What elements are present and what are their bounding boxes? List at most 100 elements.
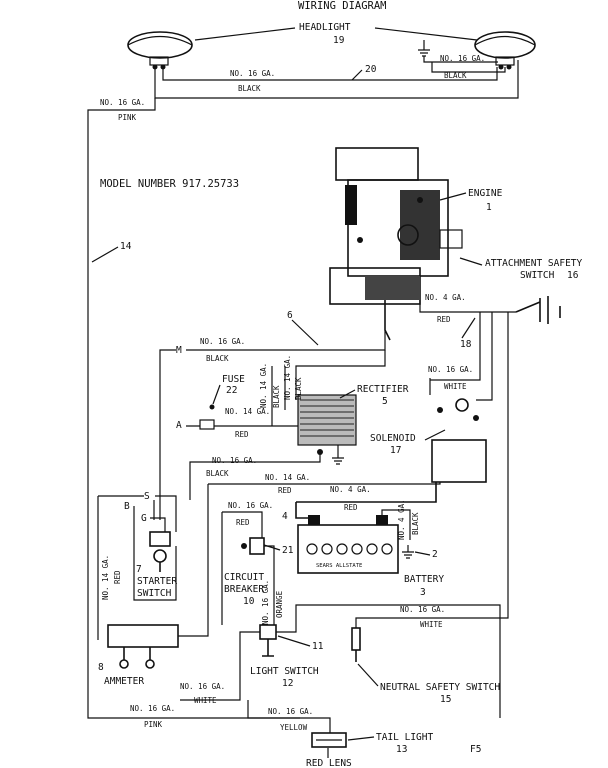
- terminal-s: S: [144, 491, 150, 502]
- neutral-switch-label: NEUTRAL SAFETY SWITCH: [380, 682, 500, 693]
- rectifier-number: 5: [382, 396, 388, 407]
- wire-label-white: WHITE: [194, 696, 217, 705]
- wire-label-black: BLACK: [444, 71, 467, 80]
- callout-18: 18: [460, 339, 472, 350]
- headlight-left: [127, 31, 193, 70]
- wire-label-black: BLACK: [411, 512, 420, 535]
- light-switch-label: LIGHT SWITCH: [250, 666, 319, 677]
- engine-label: ENGINE: [468, 188, 503, 199]
- light-switch-number: 12: [282, 678, 293, 689]
- wire-label-gauge16: NO. 16 GA.: [200, 337, 245, 346]
- wire-label-red: RED: [236, 518, 250, 527]
- wire-label-pink: PINK: [144, 720, 163, 729]
- page-reference: F5: [470, 744, 481, 755]
- starter-switch-label-2: SWITCH: [137, 588, 172, 599]
- wire-label-gauge14: NO. 14 GA.: [283, 355, 292, 400]
- diagram-title: WIRING DIAGRAM: [298, 0, 387, 12]
- rectifier-label: RECTIFIER: [357, 384, 409, 395]
- wire-label-gauge16: NO. 16 GA.: [268, 707, 313, 716]
- headlight-right: [474, 31, 536, 70]
- red-lens-label: RED LENS: [306, 758, 352, 768]
- callout-11: 11: [312, 641, 324, 652]
- attachment-switch-label-2: SWITCH: [520, 270, 555, 281]
- wire-label-gauge4: NO. 4 GA.: [330, 485, 371, 494]
- tail-light: [311, 732, 347, 748]
- ground-symbol: [418, 40, 498, 63]
- terminal-g: G: [141, 513, 147, 524]
- wire-label-gauge4: NO. 4 GA.: [397, 499, 406, 540]
- wire-label-gauge14: NO. 14 GA.: [259, 363, 268, 408]
- fuse-label: FUSE: [222, 374, 245, 385]
- terminal-a: A: [176, 420, 182, 431]
- wire-label-gauge14: NO. 14 GA.: [265, 473, 310, 482]
- headlight-number: 19: [333, 35, 345, 46]
- tail-light-number: 13: [396, 744, 407, 755]
- callout-21: 21: [282, 545, 294, 556]
- battery-label: BATTERY: [404, 574, 444, 585]
- fuse: [199, 404, 215, 430]
- starter-switch-number: 7: [136, 564, 142, 575]
- headlight-label: HEADLIGHT: [299, 22, 351, 33]
- battery: [297, 515, 399, 574]
- circuit-breaker: [241, 537, 265, 555]
- wire-label-gauge14: NO. 14 GA.: [101, 555, 110, 600]
- wire-label-pink: PINK: [118, 113, 137, 122]
- neutral-switch-number: 15: [440, 694, 451, 705]
- solenoid: [431, 398, 487, 483]
- wire-label-gauge16: NO. 16 GA.: [440, 54, 485, 63]
- callout-6: 6: [287, 310, 293, 321]
- ammeter-number: 8: [98, 662, 104, 673]
- circuit-breaker-number: 10: [243, 596, 255, 607]
- attachment-switch-label: ATTACHMENT SAFETY: [485, 258, 583, 269]
- wire-label-red: RED: [437, 315, 451, 324]
- light-switch: [259, 624, 277, 657]
- attachment-safety-switch: [515, 296, 561, 324]
- callout-4: 4: [282, 511, 288, 522]
- wire-label-red: RED: [344, 503, 358, 512]
- circuit-breaker-label-2: BREAKER: [224, 584, 264, 595]
- wire-label-gauge16: NO. 16 GA.: [428, 365, 473, 374]
- callout-14: 14: [120, 241, 132, 252]
- wire-label-gauge16: NO. 16 GA.: [100, 98, 145, 107]
- solenoid-label: SOLENOID: [370, 433, 416, 444]
- wire-label-white: WHITE: [420, 620, 443, 629]
- terminal-m: M: [176, 345, 182, 356]
- battery-plate: SEARS ALLSTATE: [316, 563, 362, 569]
- solenoid-number: 17: [390, 445, 401, 456]
- starter-switch: [149, 531, 171, 572]
- tail-light-label: TAIL LIGHT: [376, 732, 433, 743]
- wire-label-gauge16: NO. 16 GA.: [130, 704, 175, 713]
- wire-label-gauge16: NO. 16 GA.: [228, 501, 273, 510]
- neutral-safety-switch: [351, 627, 361, 662]
- fuse-number: 22: [226, 385, 237, 396]
- wire-label-black: BLACK: [206, 354, 229, 363]
- wire-label-orange: ORANGE: [275, 590, 284, 618]
- starter-switch-label: STARTER: [137, 576, 177, 587]
- rectifier: [297, 394, 357, 465]
- wire-label-black: BLACK: [238, 84, 261, 93]
- wire-label-gauge16: NO. 16 GA.: [230, 69, 275, 78]
- attachment-switch-number: 16: [567, 270, 579, 281]
- circuit-breaker-label: CIRCUIT: [224, 572, 264, 583]
- wire-label-white: WHITE: [444, 382, 467, 391]
- terminal-b: B: [124, 501, 130, 512]
- wire-label-black: BLACK: [272, 385, 281, 408]
- model-number: MODEL NUMBER 917.25733: [100, 178, 239, 190]
- wire-label-yellow: YELLOW: [280, 723, 308, 732]
- callout-2: 2: [432, 549, 438, 560]
- wire-label-black: BLACK: [294, 377, 303, 400]
- ammeter-label: AMMETER: [104, 676, 144, 687]
- wire-label-black: BLACK: [206, 469, 229, 478]
- ammeter: [107, 624, 179, 669]
- engine: [329, 147, 463, 341]
- battery-number: 3: [420, 587, 426, 598]
- wire-label-gauge14: NO. 14 GA.: [225, 407, 270, 416]
- wire-label-red: RED: [235, 430, 249, 439]
- wire-label-gauge4: NO. 4 GA.: [425, 293, 466, 302]
- engine-number: 1: [486, 202, 492, 213]
- wire-label-gauge16: NO. 16 GA.: [400, 605, 445, 614]
- wire-label-red: RED: [113, 570, 122, 584]
- callout-20: 20: [365, 64, 377, 75]
- wire-label-gauge16: NO. 16 GA.: [261, 580, 270, 625]
